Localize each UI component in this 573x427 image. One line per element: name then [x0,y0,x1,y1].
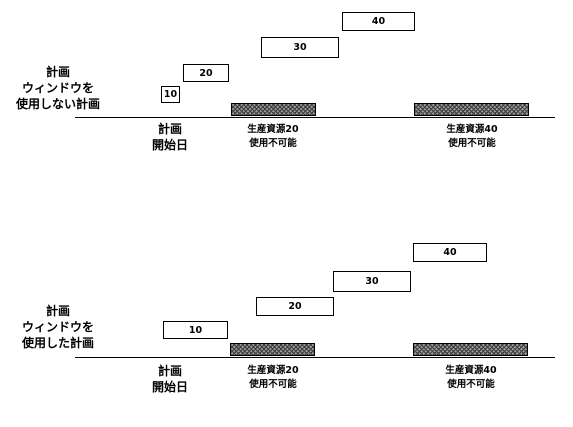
top-resource-20-line1: 生産資源20 [247,124,299,135]
top-plan-label-line1: 計画 [45,65,70,79]
bottom-plan-label-line3: 使用した計画 [21,336,94,350]
bottom-plan-start-line1: 計画 [157,364,182,378]
top-unavailable-period-40 [414,103,529,116]
top-block-30: 30 [261,37,339,58]
top-plan-label-line3: 使用しない計画 [15,97,100,111]
bottom-resource-20-label: 生産資源20 使用不可能 [233,364,313,392]
bottom-plan-start-label: 計画 開始日 [140,363,200,395]
bottom-unavailable-period-20 [230,343,315,356]
top-block-20: 20 [183,64,229,82]
bottom-resource-40-line1: 生産資源40 [445,365,497,376]
bottom-timeline-axis [75,357,555,358]
top-block-10: 10 [161,86,180,103]
bottom-plan-label-line1: 計画 [45,304,70,318]
bottom-plan-label: 計画 ウィンドウを 使用した計画 [8,303,108,351]
bottom-block-20: 20 [256,297,334,316]
top-unavailable-period-20 [231,103,316,116]
top-resource-40-label: 生産資源40 使用不可能 [432,123,512,151]
bottom-resource-20-line1: 生産資源20 [247,365,299,376]
bottom-resource-40-label: 生産資源40 使用不可能 [431,364,511,392]
top-plan-start-label: 計画 開始日 [140,121,200,153]
top-timeline-axis [75,117,555,118]
bottom-unavailable-period-40 [413,343,528,356]
top-resource-20-label: 生産資源20 使用不可能 [233,123,313,151]
bottom-resource-20-line2: 使用不可能 [249,379,297,390]
bottom-plan-label-line2: ウィンドウを [21,320,94,334]
bottom-resource-40-line2: 使用不可能 [447,379,495,390]
top-block-40: 40 [342,12,415,31]
top-plan-label-line2: ウィンドウを [21,81,94,95]
bottom-plan-start-line2: 開始日 [151,380,188,394]
bottom-block-30: 30 [333,271,411,292]
bottom-block-40: 40 [413,243,487,262]
top-resource-40-line2: 使用不可能 [448,138,496,149]
top-resource-40-line1: 生産資源40 [446,124,498,135]
top-plan-start-line1: 計画 [157,122,182,136]
top-plan-label: 計画 ウィンドウを 使用しない計画 [8,64,108,112]
bottom-block-10: 10 [163,321,228,339]
top-plan-start-line2: 開始日 [151,138,188,152]
top-resource-20-line2: 使用不可能 [249,138,297,149]
